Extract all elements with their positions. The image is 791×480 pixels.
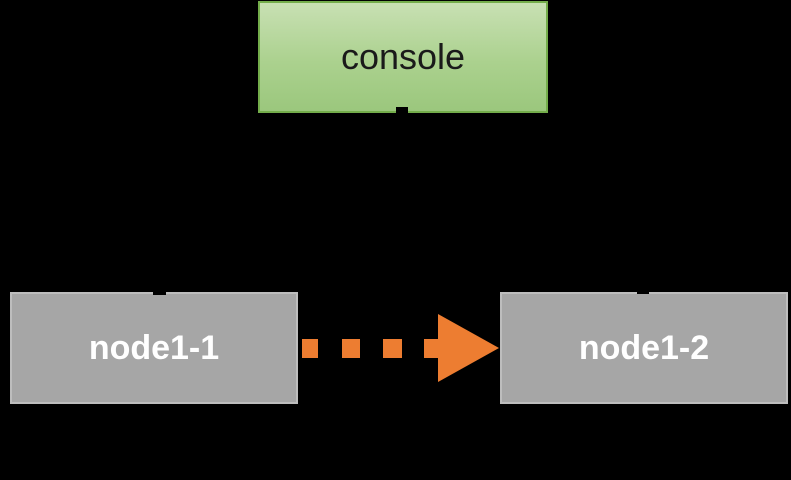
arrow-dash	[383, 339, 402, 358]
arrow-dash	[342, 339, 360, 358]
node-console-label: console	[340, 36, 466, 77]
node-console: console	[258, 1, 548, 113]
connector-stub-node1-1-top	[153, 289, 166, 295]
node-node1-2: node1-2	[500, 292, 788, 404]
arrow-dash	[424, 339, 439, 358]
arrow-dash	[302, 339, 318, 358]
node-node1-1-label: node1-1	[88, 328, 220, 367]
connector-stub-console-bottom	[396, 107, 408, 115]
connector-stub-node1-2-top	[637, 289, 649, 294]
dashed-arrow-segments	[302, 314, 499, 382]
node-node1-1: node1-1	[10, 292, 298, 404]
arrow-head-icon	[438, 314, 499, 382]
node-node1-2-label: node1-2	[578, 328, 710, 367]
